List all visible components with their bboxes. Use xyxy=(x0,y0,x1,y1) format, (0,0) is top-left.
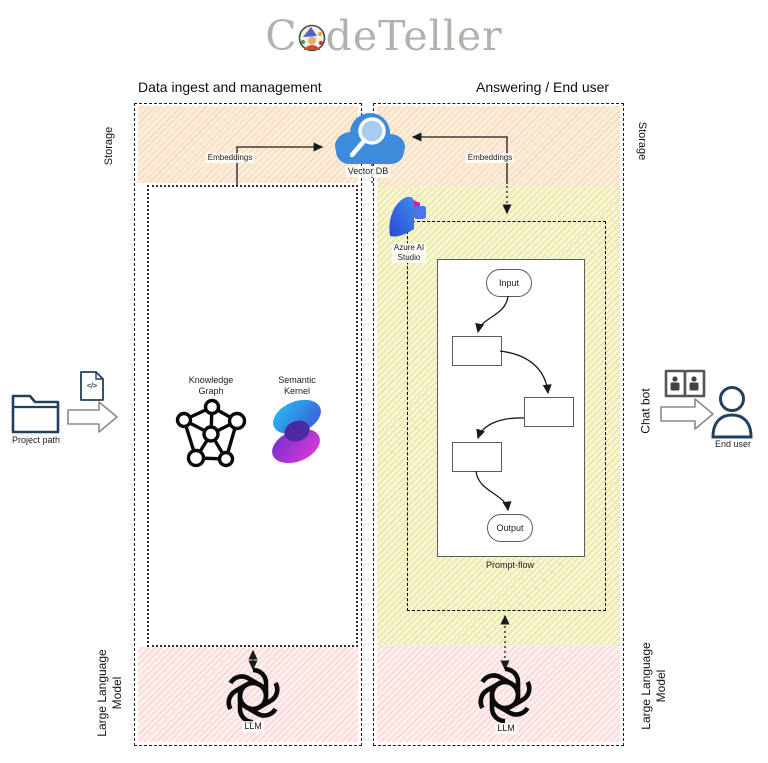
code-glyph: </> xyxy=(86,383,98,390)
wizard-mascot-icon xyxy=(298,14,326,52)
end-user-label: End user xyxy=(714,439,752,449)
input-label: Input xyxy=(498,278,520,288)
azure-ai-studio-container xyxy=(407,221,606,611)
knowledge-container xyxy=(147,185,358,647)
vector-db-label: Vector DB xyxy=(345,166,391,178)
page-title: C deTeller xyxy=(0,12,768,60)
ingest-flow-arrow xyxy=(67,401,118,433)
chatbot-book-icon xyxy=(664,369,706,398)
chatbot-flow-arrow xyxy=(660,398,714,430)
folder-icon xyxy=(11,394,60,434)
llm-band-left-label: Large Language Model xyxy=(95,649,124,737)
llm-band-right-label: Large Language Model xyxy=(639,642,668,730)
lane-answering xyxy=(373,103,624,746)
storage-band-right xyxy=(377,106,620,188)
embeddings-left-label: Embeddings xyxy=(205,153,255,163)
storage-left-label: Storage xyxy=(103,126,116,166)
project-path-label: Project path xyxy=(11,435,61,445)
output-label: Output xyxy=(496,523,524,533)
azure-ai-studio-label: Azure AI Studio xyxy=(391,243,427,263)
prompt-flow-step-2 xyxy=(524,397,574,427)
prompt-flow-step-1 xyxy=(452,336,502,366)
storage-band-left xyxy=(138,106,358,183)
end-user-icon xyxy=(711,386,753,439)
header-data-ingest: Data ingest and management xyxy=(138,79,322,95)
embeddings-right-label: Embeddings xyxy=(465,153,515,163)
llm-left-label: LLM xyxy=(242,721,264,733)
chat-bot-label: Chat bot xyxy=(638,388,653,434)
prompt-flow-output-node: Output xyxy=(487,514,533,542)
prompt-flow-input-node: Input xyxy=(486,269,532,297)
title-suffix: deTeller xyxy=(325,12,503,60)
title-prefix: C xyxy=(265,12,298,60)
prompt-flow-label: Prompt-flow xyxy=(485,560,535,570)
knowledge-graph-label: Knowledge Graph xyxy=(188,375,234,397)
llm-right-label: LLM xyxy=(495,723,517,735)
semantic-kernel-label: Semantic Kernel xyxy=(278,375,316,397)
header-answering: Answering / End user xyxy=(476,79,610,95)
lane-data-ingest xyxy=(134,103,362,746)
storage-right-label: Storage xyxy=(635,121,648,161)
prompt-flow-step-3 xyxy=(452,442,502,472)
